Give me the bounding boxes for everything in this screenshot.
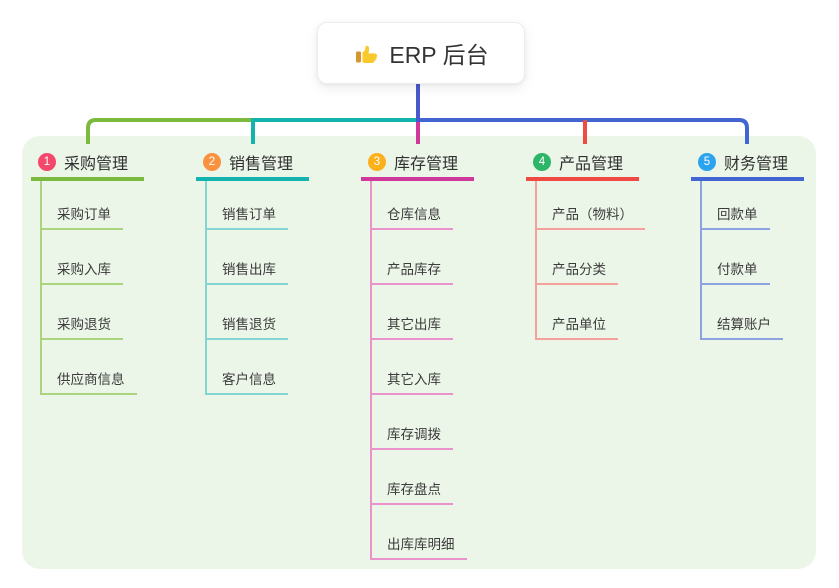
child-node[interactable]: 仓库信息 [370,202,453,230]
branch-node[interactable]: 1 采购管理 [31,147,144,181]
child-node[interactable]: 客户信息 [205,367,288,395]
child-node[interactable]: 产品（物料） [535,202,645,230]
child-node[interactable]: 产品分类 [535,257,618,285]
branch-node[interactable]: 2 销售管理 [196,147,309,181]
child-node[interactable]: 付款单 [700,257,770,285]
child-node[interactable]: 采购入库 [40,257,123,285]
child-node[interactable]: 销售退货 [205,312,288,340]
branch-number-badge: 4 [533,153,551,171]
child-node[interactable]: 出库库明细 [370,532,467,560]
child-node[interactable]: 回款单 [700,202,770,230]
child-node[interactable]: 采购订单 [40,202,123,230]
branch-node[interactable]: 5 财务管理 [691,147,804,181]
child-node[interactable]: 结算账户 [700,312,783,340]
root-node[interactable]: ERP 后台 [317,22,525,84]
branch-label: 采购管理 [64,156,129,173]
child-node[interactable]: 采购退货 [40,312,123,340]
branch-label: 财务管理 [724,156,789,173]
branch-node[interactable]: 3 库存管理 [361,147,474,181]
branch-child-connector [370,181,372,560]
mindmap-background [22,136,816,569]
child-node[interactable]: 销售出库 [205,257,288,285]
branch-child-connector [535,181,537,340]
branch-child-connector [205,181,207,395]
root-node-label: ERP 后台 [389,42,489,68]
branch-number-badge: 3 [368,153,386,171]
thumbs-up-icon [356,45,378,63]
child-node[interactable]: 产品库存 [370,257,453,285]
child-node[interactable]: 供应商信息 [40,367,137,395]
branch-number-badge: 2 [203,153,221,171]
child-node[interactable]: 其它入库 [370,367,453,395]
child-node[interactable]: 库存盘点 [370,477,453,505]
branch-label: 产品管理 [559,156,624,173]
branch-child-connector [40,181,42,395]
child-node[interactable]: 其它出库 [370,312,453,340]
branch-label: 销售管理 [229,156,294,173]
child-node[interactable]: 销售订单 [205,202,288,230]
branch-label: 库存管理 [394,156,459,173]
branch-number-badge: 5 [698,153,716,171]
branch-node[interactable]: 4 产品管理 [526,147,639,181]
child-node[interactable]: 库存调拨 [370,422,453,450]
branch-child-connector [700,181,702,340]
child-node[interactable]: 产品单位 [535,312,618,340]
branch-number-badge: 1 [38,153,56,171]
